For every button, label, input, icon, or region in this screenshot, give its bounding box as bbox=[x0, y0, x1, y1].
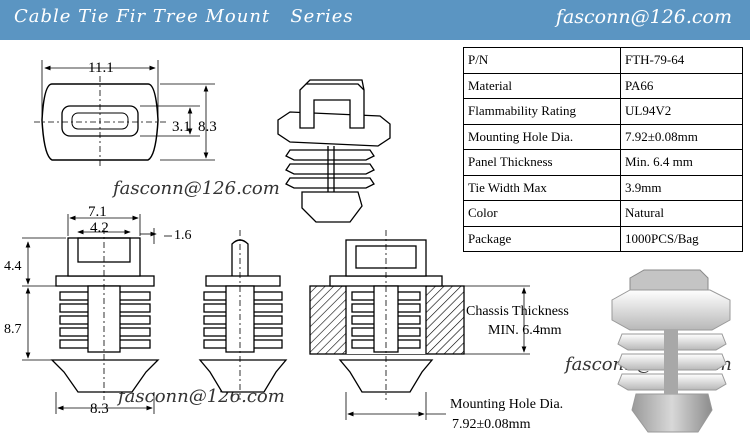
spec-row: Mounting Hole Dia.7.92±0.08mm bbox=[463, 123, 743, 150]
spec-label: Mounting Hole Dia. bbox=[463, 123, 621, 150]
isometric-view bbox=[277, 79, 391, 223]
dim-slot-width: 4.2 bbox=[90, 220, 109, 236]
dim-head-width: 7.1 bbox=[88, 204, 107, 220]
dim-head-height: 4.4 bbox=[4, 259, 22, 274]
header-banner: Cable Tie Fir Tree Mount Series fasconn@… bbox=[0, 0, 750, 40]
dim-top-height: 8.3 bbox=[198, 119, 217, 135]
spec-label: Package bbox=[463, 225, 621, 252]
front-dims bbox=[22, 214, 172, 414]
callout-chassis-line1: Chassis Thickness bbox=[466, 304, 569, 319]
watermark: fasconn@126.com bbox=[113, 178, 280, 199]
spec-value: UL94V2 bbox=[620, 98, 743, 125]
spec-value: 7.92±0.08mm bbox=[620, 123, 743, 150]
callout-hole-line1: Mounting Hole Dia. bbox=[450, 397, 563, 412]
section-view bbox=[309, 230, 465, 400]
top-view: 11.1 3.1 8.3 bbox=[34, 60, 217, 168]
page-title: Cable Tie Fir Tree Mount Series bbox=[14, 6, 354, 27]
spec-label: Panel Thickness bbox=[463, 149, 621, 176]
dim-top-width: 11.1 bbox=[88, 60, 114, 76]
callout-chassis-line2: MIN. 6.4mm bbox=[488, 323, 562, 338]
spec-value: Min. 6.4 mm bbox=[620, 149, 743, 176]
front-view bbox=[50, 228, 160, 400]
dim-slot: 3.1 bbox=[172, 119, 191, 135]
spec-value: 1000PCS/Bag bbox=[620, 225, 743, 252]
dim-wall: 1.6 bbox=[174, 228, 192, 243]
dim-stem-height: 8.7 bbox=[4, 322, 22, 337]
spec-value: 3.9mm bbox=[620, 174, 743, 201]
spec-label: Material bbox=[463, 72, 621, 99]
header-email: fasconn@126.com bbox=[555, 6, 732, 28]
side-view bbox=[198, 230, 288, 400]
spec-label: Flammability Rating bbox=[463, 98, 621, 125]
dim-base-width: 8.3 bbox=[90, 401, 109, 417]
callout-hole-line2: 7.92±0.08mm bbox=[452, 417, 531, 432]
spec-label: P/N bbox=[463, 47, 621, 74]
spec-label: Tie Width Max bbox=[463, 174, 621, 201]
section-dims bbox=[345, 285, 530, 420]
product-render bbox=[611, 269, 731, 433]
